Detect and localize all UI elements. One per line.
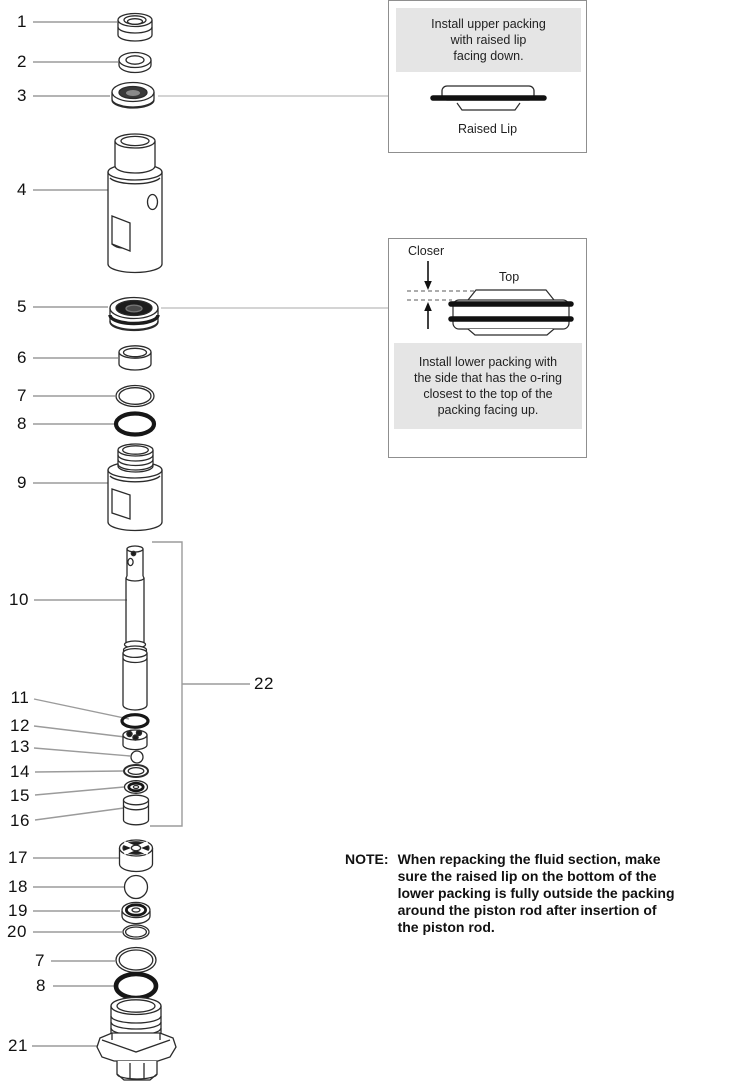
part-15-seat [123, 780, 149, 794]
part-label-7-repeat: 7 [35, 951, 45, 970]
instruction-line: with raised lip [450, 33, 527, 47]
part-label-5: 5 [17, 297, 27, 316]
parts [96, 12, 177, 1081]
part-12-ball-cage [122, 729, 148, 751]
packing-bottom-lip [467, 328, 555, 336]
part-2-washer [118, 51, 152, 74]
part-label-3: 3 [17, 86, 27, 105]
instruction-line: packing facing up. [437, 403, 539, 417]
leader-15 [34, 786, 125, 796]
part-label-8: 8 [17, 414, 27, 433]
leader-14 [34, 770, 124, 773]
note-line: the piston rod. [397, 919, 495, 935]
part-label-19: 19 [8, 901, 28, 920]
upper-packing-instruction: Install upper packing with raised lip fa… [396, 8, 581, 72]
part-14-seal [123, 764, 149, 778]
instruction-line: closest to the top of the [423, 387, 553, 401]
part-label-8-repeat: 8 [36, 976, 46, 995]
lower-packing-callout: Closer Top Install lower packing with th… [388, 238, 587, 458]
note-line: lower packing is fully outside the packi… [397, 885, 675, 901]
part-label-4: 4 [17, 180, 27, 199]
note-body: When repacking the fluid section, make s… [398, 851, 675, 936]
part-label-2: 2 [17, 52, 27, 71]
part-6-spacer-ring [118, 345, 152, 371]
raised-lip-shape [456, 102, 521, 111]
part-label-15: 15 [10, 786, 30, 805]
closer-arrowhead-down [424, 281, 432, 290]
part-5-lower-packing [108, 296, 160, 332]
part-8b-oring [113, 971, 159, 1001]
instruction-line: Install lower packing with [418, 355, 558, 369]
raised-lip-caption: Raised Lip [457, 122, 518, 136]
leader-16 [34, 807, 125, 821]
part-10-piston-rod [122, 545, 148, 711]
lower-packing-instruction: Install lower packing with the side that… [394, 343, 582, 429]
part-7-oring [115, 384, 155, 408]
bracket-22 [150, 541, 183, 827]
part-label-16: 16 [10, 811, 30, 830]
part-label-9: 9 [17, 473, 27, 492]
note-line: sure the raised lip on the bottom of the [397, 868, 657, 884]
leader-12 [33, 725, 126, 738]
lower-packing-illustration [407, 261, 574, 336]
top-label: Top [499, 270, 520, 284]
part-19-seat [121, 901, 151, 925]
packing-top-lip [467, 289, 555, 301]
leader-lines [32, 21, 250, 1047]
closer-arrowhead-up [424, 302, 432, 311]
part-7b-oring [115, 946, 157, 974]
part-label-20: 20 [7, 922, 27, 941]
note-label: NOTE: [345, 851, 389, 867]
part-label-14: 14 [10, 762, 30, 781]
part-13-ball [130, 750, 144, 764]
group-label-22: 22 [254, 674, 274, 693]
part-label-17: 17 [8, 848, 28, 867]
upper-packing-callout: Install upper packing with raised lip fa… [388, 0, 587, 153]
leader-11 [33, 698, 130, 720]
part-18-ball [123, 874, 149, 900]
part-4-upper-housing [107, 133, 163, 274]
part-label-21: 21 [8, 1036, 28, 1055]
part-label-13: 13 [10, 737, 30, 756]
part-label-1: 1 [17, 12, 27, 31]
part-label-11: 11 [10, 688, 30, 707]
callout-leaders [158, 95, 388, 309]
part-17-ball-guide [118, 839, 154, 873]
part-label-6: 6 [17, 348, 27, 367]
part-label-7: 7 [17, 386, 27, 405]
part-21-foot-valve [96, 996, 177, 1081]
note-line: around the piston rod after insertion of [397, 902, 657, 918]
part-1-packing-nut [117, 12, 153, 42]
part-label-12: 12 [10, 716, 30, 735]
part-label-10: 10 [9, 590, 29, 609]
part-label-18: 18 [8, 877, 28, 896]
part-20-oring [122, 924, 150, 940]
upper-packing-illustration [430, 85, 547, 111]
closer-label: Closer [408, 244, 445, 258]
part-16-piston-valve [122, 794, 150, 826]
instruction-line: Install upper packing [431, 17, 546, 31]
part-11-oring [120, 713, 150, 729]
instruction-line: the side that has the o-ring [413, 371, 562, 385]
note-line: When repacking the fluid section, make [397, 851, 661, 867]
instruction-line: facing down. [453, 49, 524, 63]
part-3-upper-packing [111, 81, 155, 109]
leader-13 [33, 747, 131, 757]
part-9-cylinder-housing [107, 443, 163, 532]
part-8-oring [113, 411, 157, 437]
repacking-note: NOTE: When repacking the fluid section, … [345, 851, 745, 936]
